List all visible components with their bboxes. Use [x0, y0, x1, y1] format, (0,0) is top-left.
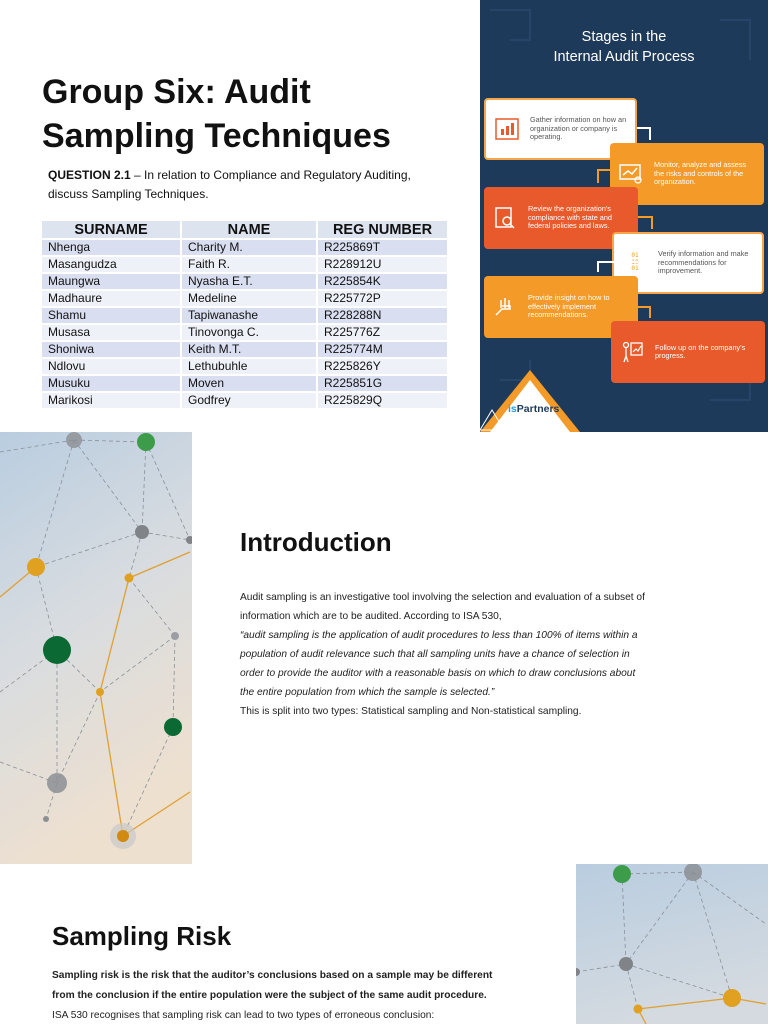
title-line-2: Sampling Techniques	[42, 117, 391, 155]
reg-number-header: REG NUMBER	[316, 219, 449, 240]
report-icon	[494, 116, 520, 142]
step-6-text: Follow up on the company's progress.	[655, 342, 746, 360]
reg-number-cell: R225869T	[316, 238, 449, 257]
infographic-title: Stages in the Internal Audit Process	[480, 27, 768, 67]
name-cell: Moven	[180, 374, 318, 393]
name-header: NAME	[180, 219, 318, 240]
ispartners-logo: isPartners	[508, 403, 559, 415]
step-2-text: Monitor, analyze and assess the risks an…	[654, 160, 747, 187]
introduction-heading: Introduction	[240, 527, 392, 557]
intro-paragraph-1: Audit sampling is an investigative tool …	[240, 592, 645, 622]
sampling-risk-heading: Sampling Risk	[52, 921, 232, 951]
name-cell: Nyasha E.T.	[180, 272, 318, 291]
question-label: QUESTION 2.1	[48, 168, 131, 182]
infographic-title-line-1: Stages in the	[581, 29, 667, 45]
name-cell: Tinovonga C.	[180, 323, 318, 342]
surname-header: SURNAME	[40, 219, 182, 240]
surname-cell: Marikosi	[40, 391, 182, 410]
introduction-body: Audit sampling is an investigative tool …	[240, 588, 650, 721]
surname-cell: Musuku	[40, 374, 182, 393]
network-graphic-left	[0, 432, 192, 864]
step-follow-up: Follow up on the company's progress.	[611, 321, 765, 383]
infographic-background	[480, 9, 751, 432]
surname-cell: Ndlovu	[40, 357, 182, 376]
reg-number-cell: R225854K	[316, 272, 449, 291]
surname-cell: Shamu	[40, 306, 182, 325]
monitor-chart-icon	[618, 161, 644, 187]
reg-number-cell: R225774M	[316, 340, 449, 359]
audit-process-infographic: Stages in the Internal Audit Process Gat…	[480, 0, 768, 432]
network-graphic-right	[576, 864, 768, 1024]
document-search-icon	[492, 205, 518, 231]
name-cell: Godfrey	[180, 391, 318, 410]
reg-number-cell: R225776Z	[316, 323, 449, 342]
surname-cell: Musasa	[40, 323, 182, 342]
surname-cell: Nhenga	[40, 238, 182, 257]
name-cell: Medeline	[180, 289, 318, 308]
step-monitor-risks: Monitor, analyze and assess the risks an…	[610, 143, 764, 205]
presentation-icon	[619, 339, 645, 365]
sampling-risk-isa-text: ISA 530 recognises that sampling risk ca…	[52, 1010, 435, 1021]
hand-icon	[492, 294, 518, 320]
name-cell: Tapiwanashe	[180, 306, 318, 325]
reg-number-cell: R228288N	[316, 306, 449, 325]
step-4-text: Verify information and make recommendati…	[658, 249, 749, 276]
surname-cell: Madhaure	[40, 289, 182, 308]
surname-cell: Maungwa	[40, 272, 182, 291]
step-5-text: Provide insight on how to effectively im…	[528, 293, 610, 320]
reg-number-cell: R225851G	[316, 374, 449, 393]
name-cell: Keith M.T.	[180, 340, 318, 359]
reg-number-cell: R228912U	[316, 255, 449, 274]
reg-number-cell: R225826Y	[316, 357, 449, 376]
reg-number-cell: R225829Q	[316, 391, 449, 410]
sampling-risk-body: Sampling risk is the risk that the audit…	[52, 966, 512, 1026]
question-body: – In relation to Compliance and Regulato…	[48, 168, 411, 201]
name-cell: Charity M.	[180, 238, 318, 257]
name-cell: Faith R.	[180, 255, 318, 274]
infographic-title-line-2: Internal Audit Process	[553, 49, 695, 65]
sampling-risk-definition: Sampling risk is the risk that the audit…	[52, 970, 493, 1001]
question-text: QUESTION 2.1 – In relation to Compliance…	[48, 166, 418, 204]
intro-paragraph-2: This is split into two types: Statistica…	[240, 706, 582, 717]
reg-number-cell: R225772P	[316, 289, 449, 308]
step-gather-information: Gather information on how an organizatio…	[484, 98, 637, 160]
logo-prefix: is	[508, 403, 517, 415]
surname-cell: Masangudza	[40, 255, 182, 274]
step-3-text: Review the organization's compliance wit…	[528, 204, 612, 231]
name-cell: Lethubuhle	[180, 357, 318, 376]
step-1-text: Gather information on how an organizatio…	[530, 115, 627, 142]
slide-title: Group Six: Audit Sampling Techniques	[42, 70, 462, 158]
table-header-row: SURNAME NAME REG NUMBER	[40, 219, 449, 240]
surname-cell: Shoniwa	[40, 340, 182, 359]
logo-text: Partners	[516, 403, 560, 415]
isa-530-quote: “audit sampling is the application of au…	[240, 630, 638, 698]
title-line-1: Group Six: Audit	[42, 73, 311, 111]
